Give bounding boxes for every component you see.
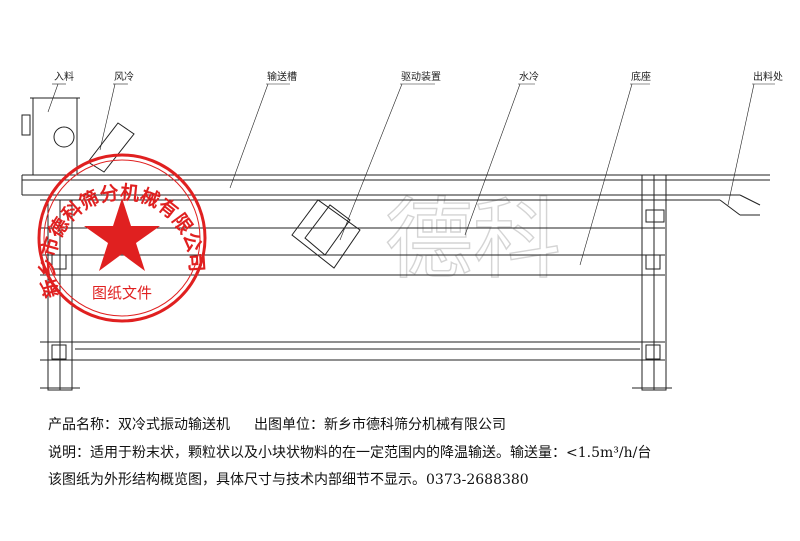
label-water-cooling: 水冷: [519, 70, 539, 83]
seal-bottom-text: 图纸文件: [92, 284, 152, 302]
description-label: 说明：: [48, 445, 90, 461]
maker-name: 新乡市德科筛分机械有限公司: [324, 417, 506, 433]
note-line: 该图纸为外形结构概览图，具体尺寸与技术内部细节不显示。0373-2688380: [48, 472, 529, 488]
watermark: 德科: [385, 188, 561, 291]
label-discharge-outlet: 出料处: [753, 70, 783, 83]
label-base: 底座: [631, 70, 651, 83]
product-line: 产品名称：双冷式振动输送机 出图单位：新乡市德科筛分机械有限公司: [48, 414, 506, 434]
machine-outline: [21, 97, 770, 391]
description-text: 适用于粉末状，颗粒状以及小块状物料的在一定范围内的降温输送。输送量：<1.5m³…: [90, 445, 652, 461]
label-conveyor-trough: 输送槽: [267, 70, 297, 83]
part-labels: 入料 风冷 输送槽 驱动装置 水冷 底座 出料处: [54, 70, 783, 83]
maker-label: 出图单位：: [254, 417, 324, 433]
star-icon: [84, 198, 160, 271]
label-feed-inlet: 入料: [54, 70, 74, 83]
label-air-cooling: 风冷: [114, 70, 134, 83]
leader-lines: [47, 83, 775, 266]
description-line: 说明：适用于粉末状，颗粒状以及小块状物料的在一定范围内的降温输送。输送量：<1.…: [48, 442, 651, 462]
product-label: 产品名称：: [48, 417, 118, 433]
label-drive-unit: 驱动装置: [401, 70, 441, 83]
product-name: 双冷式振动输送机: [118, 417, 230, 433]
